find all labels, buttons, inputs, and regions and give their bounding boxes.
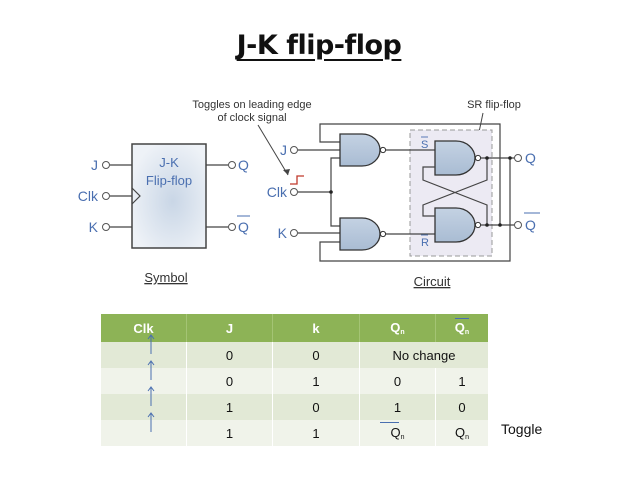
nand-gate-bottom-icon: [339, 217, 381, 251]
toggle-note: Toggle: [501, 421, 543, 437]
cell-qbar-toggle: Qn: [435, 420, 488, 446]
rising-edge-arrow-icon: [147, 412, 155, 432]
circuit-qbar-terminal-icon: [514, 221, 522, 229]
cell-q-toggle: Qn: [359, 420, 436, 446]
header-qnbar-text: Q: [454, 320, 465, 335]
circuit-k-terminal-icon: [290, 229, 298, 237]
s-bar-label: S: [421, 139, 428, 151]
table-row: 1 1 Qn Qn: [101, 412, 488, 446]
symbol-input-k: K: [89, 219, 99, 235]
cell-j: 1: [186, 394, 273, 420]
circuit-output-qbar: Q: [525, 217, 536, 233]
annotation-pointer: [257, 124, 289, 176]
circuit-input-k: K: [278, 225, 288, 241]
truth-table-container: Clk J k Qn Qn 0 0 No change 0 1: [101, 314, 488, 446]
header-clk: Clk: [101, 314, 187, 342]
r-bar-label: R: [421, 237, 429, 249]
circuit-clk-terminal-icon: [290, 188, 298, 196]
cell-qbar-text: Q: [454, 425, 466, 440]
cell-k: 0: [272, 394, 360, 420]
sr-bubble-top: [474, 154, 482, 162]
header-qn: Qn: [359, 314, 436, 342]
cell-clk: [101, 360, 187, 394]
header-qnbar-sub: n: [464, 329, 470, 336]
sr-label: SR flip-flop: [467, 99, 521, 111]
header-qn-bar: Qn: [435, 314, 488, 342]
cell-k: 1: [272, 368, 360, 394]
qbar-terminal-icon: [228, 223, 236, 231]
k-terminal-icon: [102, 223, 110, 231]
clk-terminal-icon: [102, 192, 110, 200]
feedback-bottom-wire: [319, 158, 511, 262]
sr-nand-gate-bottom-icon: [434, 207, 476, 243]
cell-j: 1: [186, 420, 273, 446]
annotation-arrowhead-icon: [283, 169, 290, 175]
clock-triangle-icon: [131, 187, 141, 205]
cell-clk: [101, 386, 187, 420]
cell-q: 0: [359, 368, 436, 394]
j-terminal-icon: [102, 161, 110, 169]
rising-edge-arrow-icon: [147, 360, 155, 380]
cell-no-change: No change: [359, 342, 488, 368]
circuit-output-q: Q: [525, 150, 536, 166]
sr-nand-gate-top-icon: [434, 140, 476, 176]
qn-bar-overline: Qn: [380, 422, 405, 441]
nand-bubble-top: [379, 146, 387, 154]
cell-q-text: Q: [390, 425, 401, 440]
box-label-flipflop: Flip-flop: [146, 173, 192, 188]
table-row: 0 1 0 1: [101, 360, 488, 394]
cell-q: 1: [359, 394, 436, 420]
q-terminal-icon: [228, 161, 236, 169]
circuit-caption: Circuit: [414, 274, 451, 289]
cell-qbar: 1: [435, 368, 488, 394]
symbol-output-q: Q: [238, 157, 249, 173]
nand-bubble-bottom: [379, 230, 387, 238]
flip-flop-box: [131, 143, 207, 249]
symbol-block: J-K Flip-flop J Clk K Q Q Symbol: [78, 143, 250, 285]
table-row: 1 0 1 0: [101, 386, 488, 420]
symbol-output-qbar: Q: [238, 219, 249, 235]
truth-table: Clk J k Qn Qn 0 0 No change 0 1: [101, 314, 488, 446]
cell-k: 1: [272, 420, 360, 446]
slide-title: J-K flip-flop: [0, 30, 638, 61]
rising-edge-arrow-icon: [147, 334, 155, 354]
cell-j: 0: [186, 368, 273, 394]
cell-q-sub: n: [400, 434, 405, 441]
table-row: 0 0 No change: [101, 334, 488, 368]
symbol-caption: Symbol: [144, 270, 187, 285]
header-k: k: [272, 314, 360, 342]
circuit-j-terminal-icon: [290, 146, 298, 154]
table-header-row: Clk J k Qn Qn: [101, 314, 488, 342]
header-qn-text: Q: [390, 320, 401, 335]
annotation-line1: Toggles on leading edge: [192, 99, 311, 111]
rising-edge-icon: [290, 175, 304, 185]
box-label-jk: J-K: [159, 155, 179, 170]
cell-k: 0: [272, 342, 360, 368]
sr-bubble-bottom: [474, 221, 482, 229]
cell-clk: [101, 412, 187, 446]
circuit-input-clk: Clk: [267, 184, 288, 200]
clock-junction-dot: [329, 190, 333, 194]
circuit-block: Toggles on leading edge of clock signal …: [192, 99, 540, 289]
nand-gate-top-icon: [339, 133, 381, 167]
cell-j: 0: [186, 342, 273, 368]
symbol-input-j: J: [91, 157, 98, 173]
rising-edge-arrow-icon: [147, 386, 155, 406]
circuit-q-terminal-icon: [514, 154, 522, 162]
cell-qbar-sub: n: [465, 434, 470, 441]
cell-clk: [101, 334, 187, 368]
header-j: J: [186, 314, 273, 342]
annotation-line2: of clock signal: [217, 112, 286, 124]
symbol-input-clk: Clk: [78, 188, 99, 204]
header-qnbar-overline: Qn: [454, 318, 470, 336]
cell-qbar: 0: [435, 394, 488, 420]
header-qn-sub: n: [400, 329, 405, 336]
cross-wire-1: [422, 166, 488, 225]
cross-wire-2: [422, 158, 488, 217]
title-text: J-K flip-flop: [236, 30, 402, 61]
circuit-input-j: J: [280, 142, 287, 158]
